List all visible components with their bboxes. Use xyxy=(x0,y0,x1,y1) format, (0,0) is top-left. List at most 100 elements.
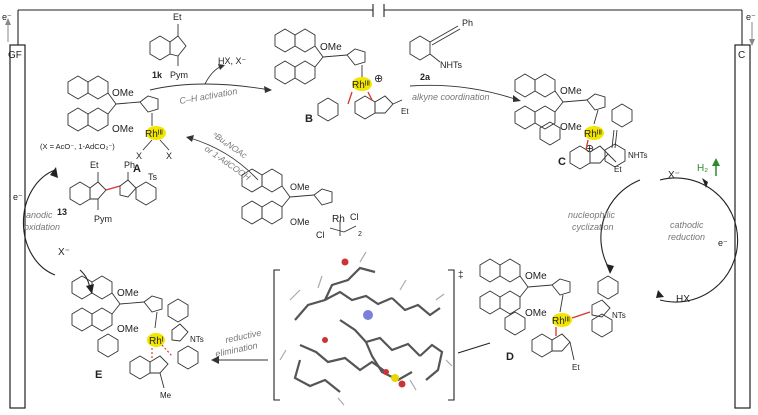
dimer-ome-bottom: OMe xyxy=(290,217,310,227)
x-minus-left: X⁻ xyxy=(58,247,70,258)
A-ome-bottom: OMe xyxy=(112,124,134,135)
C-nhts: NHTs xyxy=(628,151,648,160)
product-13: Et Ph Ts Pym 13 xyxy=(57,160,158,224)
alkyne-coordination-label: alkyne coordination xyxy=(412,92,490,102)
C-charge: ⊕ xyxy=(585,143,594,155)
electron-label-left: e⁻ xyxy=(13,192,23,202)
2a-ph: Ph xyxy=(462,18,473,28)
ts-o-atom-3 xyxy=(341,258,349,266)
D-nts: NTs xyxy=(612,311,626,320)
anode-electrode xyxy=(9,44,26,409)
cathode-electrode xyxy=(734,44,751,409)
complex-B: OMe Rhᴵᴵᴵ ⊕ Et B xyxy=(274,28,409,125)
A-ome-top: OMe xyxy=(112,88,134,99)
B-label: B xyxy=(305,113,313,125)
E-ome-top: OMe xyxy=(117,288,139,299)
1k-et: Et xyxy=(173,12,182,22)
E-me: Me xyxy=(160,391,172,400)
cathodic-label-2: reduction xyxy=(668,232,705,242)
ts-o-atom-2 xyxy=(383,369,389,375)
cathodic-loop xyxy=(600,158,739,303)
electron-label-left-top: e⁻ xyxy=(2,12,12,22)
nuc-cyclization-label-2: cyclization xyxy=(572,222,614,232)
hx-x-label: HX, X⁻ xyxy=(218,56,247,66)
arrow-alkyne-coordination xyxy=(409,84,521,102)
h2-label: H₂ xyxy=(697,163,708,174)
C-et: Et xyxy=(614,165,622,174)
dimer-cl-1: Cl xyxy=(316,230,325,240)
ts-o-atom-4 xyxy=(322,337,328,343)
D-ome-top: OMe xyxy=(525,271,547,282)
nuc-cyclization-label-1: nucleophilic xyxy=(568,210,616,220)
B-ome-top: OMe xyxy=(320,42,342,53)
B-et: Et xyxy=(401,107,409,116)
anode-label: GF xyxy=(8,50,22,61)
A-x-right: X xyxy=(166,151,172,161)
complex-A: OMe OMe Rhᴵᴵᴵ X X (X = AcO⁻, 1-AdCO₂⁻) A xyxy=(40,75,172,175)
13-label: 13 xyxy=(57,207,67,217)
ts-o-atom-1 xyxy=(398,380,406,388)
A-x-left: X xyxy=(136,151,142,161)
dimer-ome-top: OMe xyxy=(290,182,310,192)
E-nts: NTs xyxy=(190,335,204,344)
C-ome-top: OMe xyxy=(560,86,582,97)
A-label: A xyxy=(133,163,141,175)
transition-state-structure xyxy=(273,251,491,406)
C-label: C xyxy=(558,156,566,168)
D-et: Et xyxy=(572,363,580,372)
complex-C: OMe OMe Rhᴵᴵᴵ ⊕ Et NHTs C xyxy=(514,73,648,174)
reductive-label-2: elimination xyxy=(214,340,258,359)
C-metal: Rhᴵᴵᴵ xyxy=(584,129,602,140)
anodic-label-1: anodic xyxy=(26,210,53,220)
13-ts: Ts xyxy=(148,172,158,182)
B-charge: ⊕ xyxy=(374,73,383,85)
ts-rh-atom xyxy=(363,310,373,320)
cell-circuit xyxy=(5,4,755,46)
dimer-cl-2: Cl xyxy=(350,212,359,222)
C-ome-bottom: OMe xyxy=(560,122,582,133)
E-rh-highlight xyxy=(147,333,165,347)
E-ome-bottom: OMe xyxy=(117,324,139,335)
A-note: (X = AcO⁻, 1-AdCO₂⁻) xyxy=(40,142,115,151)
E-label: E xyxy=(95,369,102,381)
E-metal: Rhᴵ xyxy=(149,336,164,347)
D-metal: Rhᴵᴵᴵ xyxy=(552,316,570,327)
B-metal: Rhᴵᴵᴵ xyxy=(352,80,370,91)
arrow-additive xyxy=(186,135,259,181)
1k-label: 1k xyxy=(152,70,163,80)
substrate-1k: Et Pym 1k xyxy=(149,12,188,80)
dimer-metal: Rh xyxy=(332,214,345,225)
D-rh-highlight xyxy=(552,313,572,327)
13-et: Et xyxy=(90,160,99,170)
electron-label-right: e⁻ xyxy=(718,238,728,248)
anodic-label-2: oxidation xyxy=(24,222,60,232)
cathode-label: C xyxy=(738,50,745,61)
ch-activation-label: C–H activation xyxy=(179,86,238,106)
1k-pym: Pym xyxy=(170,70,188,80)
x-minus-right: X⁻ xyxy=(668,170,680,181)
2a-label: 2a xyxy=(420,72,431,82)
hx-right: HX xyxy=(676,294,690,305)
ts-dagger: ‡ xyxy=(458,270,464,281)
C-rh-highlight xyxy=(584,126,604,140)
cathodic-label-1: cathodic xyxy=(670,220,704,230)
B-rh-highlight xyxy=(352,77,372,91)
D-ome-bottom: OMe xyxy=(525,308,547,319)
anodic-loop xyxy=(22,167,94,294)
substrate-2a: Ph NHTs 2a xyxy=(409,18,473,82)
electron-label-right-top: e⁻ xyxy=(746,12,756,22)
complex-E: OMe OMe Rhᴵ Me NTs E xyxy=(71,275,204,400)
A-rh-highlight xyxy=(146,126,166,140)
arrow-ch-activation xyxy=(149,64,272,93)
2a-nhts: NHTs xyxy=(440,60,462,70)
rh-dimer-precursor: OMe OMe Rh Cl Cl 2 xyxy=(241,168,362,240)
ts-s-atom xyxy=(391,374,399,382)
complex-D: OMe OMe Rhᴵᴵᴵ Et NTs D xyxy=(479,258,626,372)
arrow-reductive-elimination xyxy=(211,356,268,364)
13-ph: Ph xyxy=(124,160,135,170)
A-metal: Rhᴵᴵᴵ xyxy=(145,129,163,140)
D-label: D xyxy=(506,351,514,363)
dimer-sub: 2 xyxy=(358,231,362,238)
13-pym: Pym xyxy=(94,214,112,224)
